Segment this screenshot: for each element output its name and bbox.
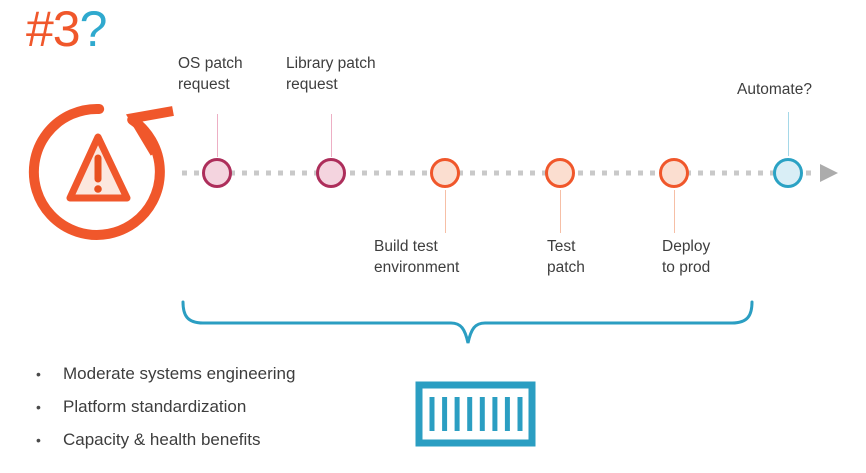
loop-arrowhead [125,106,174,156]
exclamation-dot [94,185,102,193]
brace-path [181,300,754,344]
title-question-mark: ? [79,1,108,57]
container-outline [415,381,536,447]
milestone-label-build-test-environment: Build test environment [374,238,460,276]
milestone-label-deploy-to-prod: Deploy to prod [662,238,711,276]
bullet-marker: • [36,399,41,415]
title-number: #3 [26,1,81,57]
milestone-node-deploy-to-prod [659,158,689,188]
shipping-container-icon [415,381,536,447]
list-item: • Platform standardization [36,397,295,417]
connector-test-patch [560,190,561,233]
loop-arc [28,103,165,240]
bullet-text: Capacity & health benefits [63,430,261,449]
page-title: #3? [26,0,108,58]
bullet-text: Moderate systems engineering [63,364,296,383]
milestone-label-os-patch-request: OS patch request [178,55,243,93]
list-item: • Capacity & health benefits [36,430,295,450]
connector-os-patch [217,114,218,157]
milestone-label-library-patch-request: Library patch request [286,55,376,93]
benefits-list: • Moderate systems engineering • Platfor… [36,364,295,463]
milestone-node-library-patch-request [316,158,346,188]
bullet-text: Platform standardization [63,397,247,416]
repeat-warning-icon [28,103,174,240]
connector-automate [788,112,789,156]
list-item: • Moderate systems engineering [36,364,295,384]
bullet-marker: • [36,366,41,382]
milestone-node-os-patch-request [202,158,232,188]
milestone-node-test-patch [545,158,575,188]
brace-underline [181,300,754,344]
milestone-label-test-patch: Test patch [547,238,585,276]
container-ribs [429,397,523,431]
arrow-right-icon [820,164,838,182]
connector-deploy [674,190,675,233]
connector-build-test [445,190,446,233]
milestone-node-automate [773,158,803,188]
milestone-node-build-test-environment [430,158,460,188]
connector-library-patch [331,114,332,157]
milestone-label-automate: Automate? [737,81,812,98]
bullet-marker: • [36,432,41,448]
